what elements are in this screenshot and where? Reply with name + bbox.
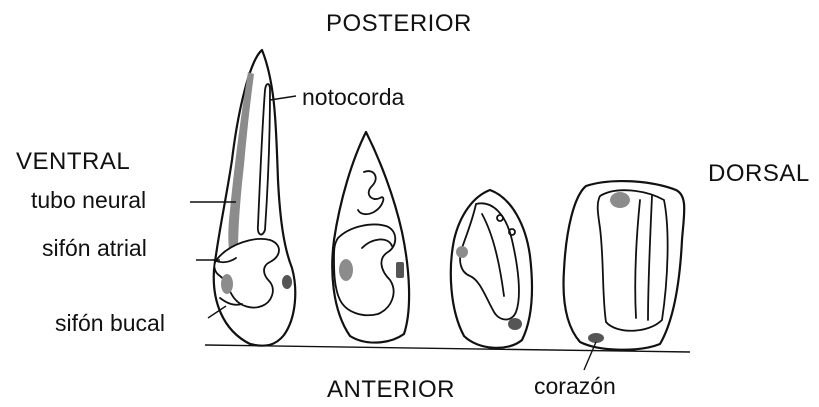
label-buccal-siphon: sifón bucal xyxy=(55,312,165,335)
stage4-gut-spot xyxy=(610,192,630,208)
direction-ventral: VENTRAL xyxy=(16,150,130,174)
stage-metamorphosis-1 xyxy=(332,132,409,343)
direction-dorsal: DORSAL xyxy=(708,162,810,186)
larva-gut-spot xyxy=(221,274,233,294)
label-neural-tube: tubo neural xyxy=(31,189,146,212)
larva-organ-spot xyxy=(282,275,292,289)
label-notochord: notocorda xyxy=(302,86,404,109)
stage3-organ-spot xyxy=(508,318,522,330)
heart-shape xyxy=(588,333,604,343)
label-atrial-siphon: sifón atrial xyxy=(42,237,147,260)
stage-juvenile xyxy=(564,181,685,350)
direction-anterior: ANTERIOR xyxy=(327,378,455,402)
stage2-gut-spot xyxy=(339,259,353,281)
direction-posterior: POSTERIOR xyxy=(326,12,472,36)
label-heart: corazón xyxy=(534,375,616,398)
stage2-organ-spot xyxy=(396,262,404,278)
stage-larva xyxy=(214,50,296,346)
stage4-inner-chamber xyxy=(598,190,668,331)
stage3-gut-spot xyxy=(456,246,468,258)
stage-metamorphosis-2 xyxy=(451,190,532,348)
